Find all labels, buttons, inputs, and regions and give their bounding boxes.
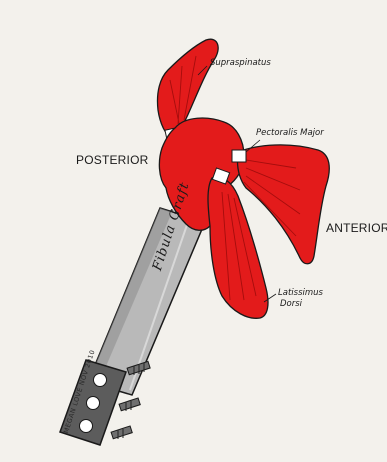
label-pectoralis-major: Pectoralis Major xyxy=(256,128,324,138)
screw-hole xyxy=(87,397,100,410)
label-posterior: POSTERIOR xyxy=(76,153,148,167)
label-dorsi: Dorsi xyxy=(280,299,302,309)
screw xyxy=(111,426,132,439)
label-latissimus: Latissimus xyxy=(278,288,323,298)
label-supraspinatus: Supraspinatus xyxy=(210,58,271,68)
label-anterior: ANTERIOR xyxy=(326,221,387,235)
screw xyxy=(119,398,140,411)
screw-hole xyxy=(80,420,93,433)
screw-hole xyxy=(94,374,107,387)
